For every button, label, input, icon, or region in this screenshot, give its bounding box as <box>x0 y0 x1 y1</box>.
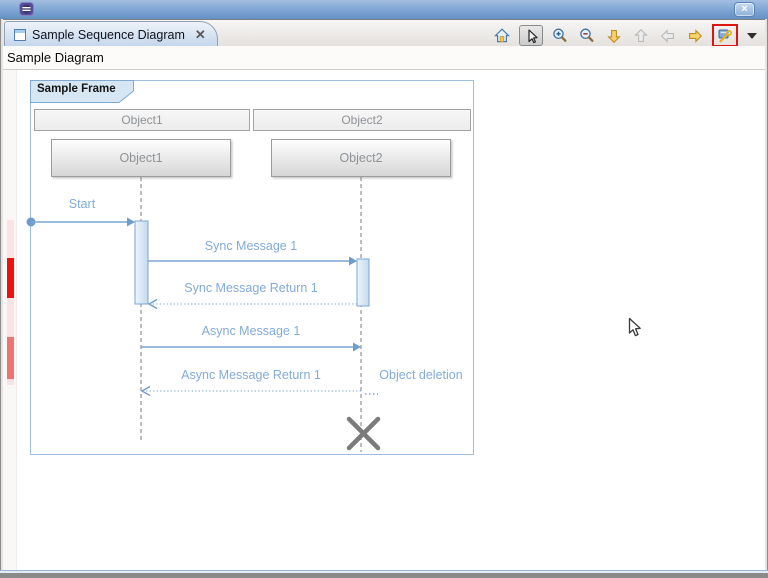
message-label-async-return1[interactable]: Async Message Return 1 <box>181 368 321 382</box>
lifeline-header-object1[interactable]: Object1 <box>34 109 250 131</box>
object-deletion-label[interactable]: Object deletion <box>379 368 463 382</box>
zoom-in-icon <box>553 28 567 42</box>
zoom-in-button[interactable] <box>550 26 570 46</box>
message-label-start[interactable]: Start <box>68 197 96 211</box>
move-up-button[interactable] <box>631 26 651 46</box>
marker-light-red[interactable] <box>7 337 14 379</box>
activation-object1 <box>134 220 149 305</box>
editor-toolbar <box>492 24 759 47</box>
message-label-async1[interactable]: Async Message 1 <box>201 324 301 338</box>
frame-label-text: Sample Frame <box>37 83 116 95</box>
frame-label-pentagon[interactable]: Sample Frame <box>30 80 134 103</box>
async-return-arrowhead <box>140 385 151 397</box>
eclipse-logo-icon <box>19 2 34 16</box>
move-down-button[interactable] <box>604 26 624 46</box>
tab-close-icon[interactable]: ✕ <box>194 27 206 42</box>
sequence-frame[interactable]: Sample Frame Object1 Object2 Object1 Obj… <box>26 80 474 455</box>
window-titlebar[interactable]: × <box>0 0 768 19</box>
zoom-out-icon <box>580 28 594 42</box>
object2-box[interactable]: Object2 <box>271 139 451 177</box>
window-frame-right <box>765 19 768 570</box>
mouse-cursor <box>628 317 641 337</box>
object-box-text: Object1 <box>119 151 163 165</box>
object1-box[interactable]: Object1 <box>51 139 231 177</box>
properties-wrench-icon <box>718 29 732 42</box>
marker-red[interactable] <box>7 258 14 298</box>
tab-title: Sample Sequence Diagram <box>32 27 185 42</box>
marker-band-pale[interactable] <box>7 220 14 385</box>
editor-tab-strip: Sample Sequence Diagram ✕ <box>3 19 765 47</box>
select-tool-button[interactable] <box>519 25 543 46</box>
home-button[interactable] <box>492 26 512 46</box>
diagram-name-bar: Sample Diagram <box>3 46 765 70</box>
lifeline-header-text: Object1 <box>121 113 163 127</box>
diagram-name-label: Sample Diagram <box>7 50 104 65</box>
lifeline-header-text: Object2 <box>341 113 383 127</box>
frame-pentagon-shape <box>30 80 134 103</box>
sync-return-arrowhead <box>147 298 158 310</box>
tab-sample-sequence-diagram[interactable]: Sample Sequence Diagram ✕ <box>4 21 218 47</box>
chevron-down-icon <box>747 32 757 39</box>
sync-arrowhead <box>349 256 357 266</box>
arrow-left-icon-disabled <box>660 28 674 43</box>
activation-object2 <box>356 258 370 307</box>
arrow-up-icon-disabled <box>634 28 648 42</box>
window-close-button[interactable]: × <box>734 2 755 17</box>
move-right-button[interactable] <box>685 26 705 46</box>
message-label-sync-return1[interactable]: Sync Message Return 1 <box>184 281 318 295</box>
object-deletion-x-icon <box>346 416 381 451</box>
select-cursor-icon <box>528 28 538 43</box>
arrow-right-icon <box>689 28 703 43</box>
zoom-out-button[interactable] <box>577 26 597 46</box>
window-frame-left <box>0 19 3 570</box>
move-left-button[interactable] <box>658 26 678 46</box>
sequence-lines-layer <box>26 177 381 452</box>
async-arrowhead <box>353 342 361 352</box>
object-box-text: Object2 <box>339 151 383 165</box>
properties-tool-button[interactable] <box>712 24 738 47</box>
arrow-down-icon <box>607 29 621 43</box>
start-arrowhead <box>127 217 135 227</box>
editor-file-icon <box>14 28 26 41</box>
lifeline-header-object2[interactable]: Object2 <box>253 109 471 131</box>
message-label-sync1[interactable]: Sync Message 1 <box>204 239 298 253</box>
view-menu-button[interactable] <box>745 26 759 46</box>
home-icon <box>494 27 510 42</box>
window-frame-bottom <box>0 570 768 578</box>
